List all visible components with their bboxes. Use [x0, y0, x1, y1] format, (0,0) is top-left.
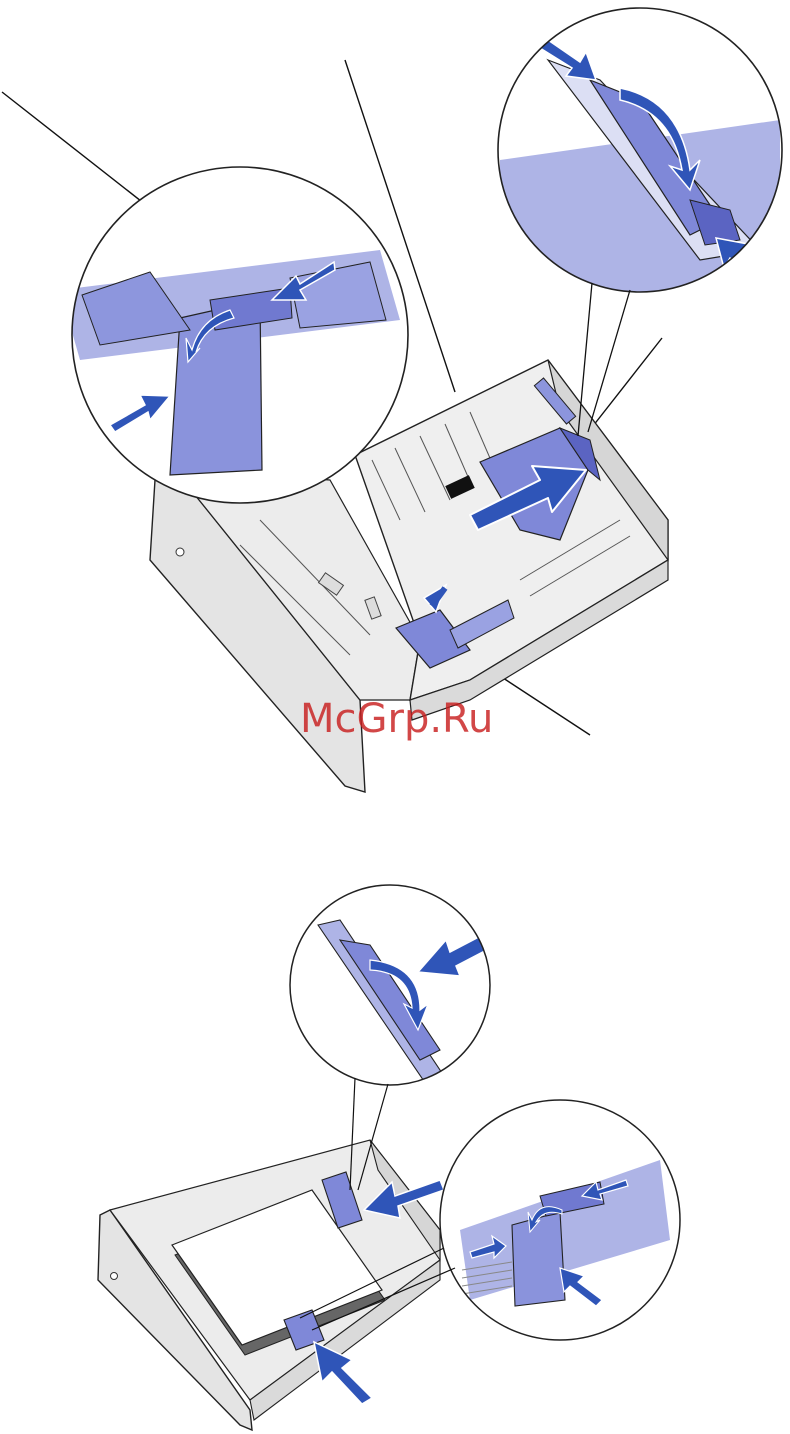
- bottom-figure: [98, 885, 680, 1430]
- top-figure: [2, 8, 782, 792]
- inset-length-tab: [60, 167, 408, 503]
- inset-guide-lock: [498, 8, 782, 300]
- inset-guide-squeeze: [440, 1100, 680, 1340]
- inset-guide-release: [290, 885, 502, 1090]
